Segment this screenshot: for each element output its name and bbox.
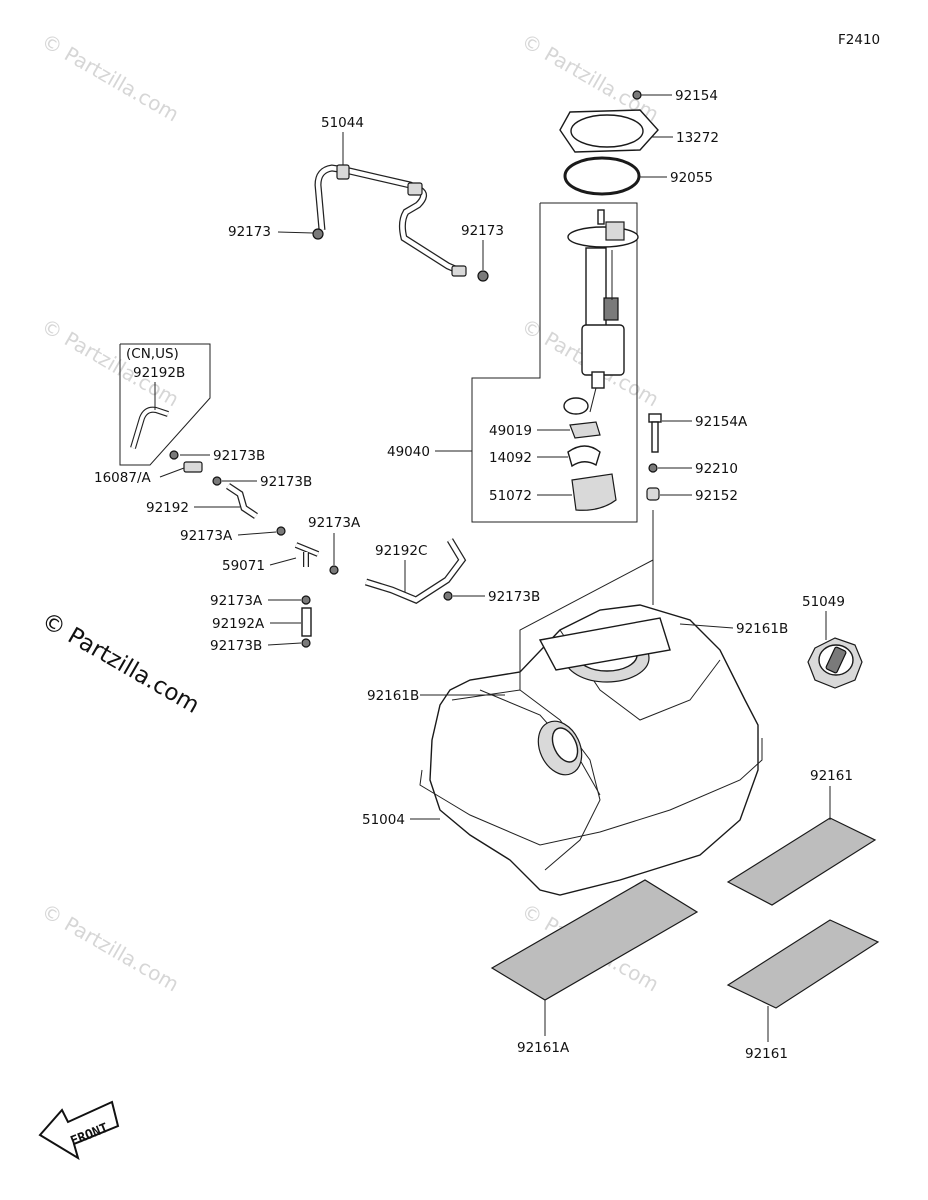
callout-92154A: 92154A bbox=[695, 414, 748, 430]
watermark-text: © Partzilla.com bbox=[38, 29, 184, 127]
callout-92161B-right: 92161B bbox=[736, 621, 788, 637]
callout-92161-top: 92161 bbox=[810, 768, 853, 784]
callout-92173A-1: 92173A bbox=[180, 528, 233, 544]
callout-51004: 51004 bbox=[362, 812, 405, 828]
callout-92173A-3: 92173A bbox=[210, 593, 263, 609]
callout-51072: 51072 bbox=[489, 488, 532, 504]
figure-code: F2410 bbox=[838, 32, 880, 48]
callout-51044: 51044 bbox=[321, 115, 364, 131]
callout-49040: 49040 bbox=[387, 444, 430, 460]
pump-gasket-stack bbox=[559, 90, 659, 196]
callout-92152: 92152 bbox=[695, 488, 738, 504]
tank-pads bbox=[490, 817, 880, 1009]
front-direction-arrow: FRONT bbox=[38, 1100, 120, 1161]
fuel-pump-assembly-49040 bbox=[471, 202, 639, 523]
callout-92161A: 92161A bbox=[517, 1040, 570, 1056]
callout-92055: 92055 bbox=[670, 170, 713, 186]
callout-92161B-left: 92161B bbox=[367, 688, 419, 704]
callout-92173-right: 92173 bbox=[461, 223, 504, 239]
callout-59071: 59071 bbox=[222, 558, 265, 574]
region-inset-cn-us bbox=[119, 343, 211, 466]
callout-49019: 49019 bbox=[489, 423, 532, 439]
callout-92173B-2: 92173B bbox=[260, 474, 312, 490]
watermark-text: © Partzilla.com bbox=[38, 314, 184, 412]
callout-13272: 13272 bbox=[676, 130, 719, 146]
callout-92173B-1: 92173B bbox=[213, 448, 265, 464]
fuel-tank-51004 bbox=[419, 604, 763, 896]
region-note: (CN,US) bbox=[126, 346, 179, 362]
callout-92173-left: 92173 bbox=[228, 224, 271, 240]
callout-92173A-2: 92173A bbox=[308, 515, 361, 531]
left-hose-fittings bbox=[169, 450, 467, 648]
callout-92154: 92154 bbox=[675, 88, 718, 104]
callout-51049: 51049 bbox=[802, 594, 845, 610]
watermark-text-prominent: © Partzilla.com bbox=[37, 608, 204, 719]
callout-92210: 92210 bbox=[695, 461, 738, 477]
callout-92173B-4: 92173B bbox=[210, 638, 262, 654]
callout-92161-bottom: 92161 bbox=[745, 1046, 788, 1062]
callout-92192A: 92192A bbox=[212, 616, 265, 632]
callout-92173B-3: 92173B bbox=[488, 589, 540, 605]
breather-hose-51044 bbox=[312, 164, 489, 282]
watermark-text: © Partzilla.com bbox=[38, 899, 184, 997]
small-fasteners-right bbox=[646, 413, 662, 501]
callout-92192B: 92192B bbox=[133, 365, 185, 381]
callout-16087A: 16087/A bbox=[94, 470, 151, 486]
fuel-cap-51049 bbox=[807, 637, 863, 689]
callout-92192C: 92192C bbox=[375, 543, 427, 559]
callout-92192: 92192 bbox=[146, 500, 189, 516]
callout-14092: 14092 bbox=[489, 450, 532, 466]
